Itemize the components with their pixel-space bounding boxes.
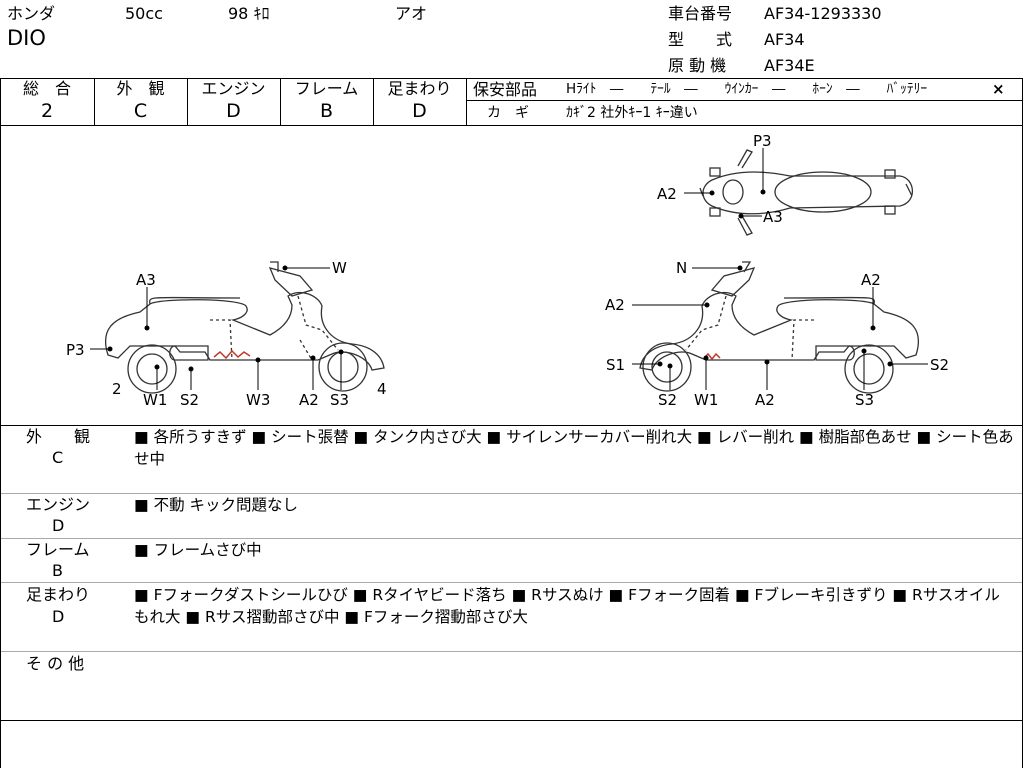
divider	[0, 651, 1022, 652]
section-text: ■ フレームさび中	[134, 541, 262, 559]
divider	[0, 78, 1022, 79]
mileage: 98 ｷﾛ	[228, 4, 270, 23]
maker: ホンダ	[7, 4, 56, 23]
section-text: ■ Fフォークダストシールひび ■ Rタイヤビード落ち ■ Rサスぬけ ■ Fフ…	[134, 586, 1000, 626]
section-grade: B	[52, 561, 63, 580]
model-name: DIO	[7, 26, 46, 50]
type-value: AF34	[764, 30, 805, 49]
section-grade: C	[52, 448, 64, 467]
border	[1022, 78, 1023, 768]
label-p3: P3	[753, 132, 772, 150]
label-p3: P3	[66, 341, 85, 359]
section-label: フレーム	[26, 540, 90, 559]
label-a3: A3	[136, 271, 156, 289]
grade-label-engine: エンジン	[201, 79, 266, 98]
engine-value: AF34E	[764, 56, 815, 75]
battery-cross-icon: ×	[992, 80, 1005, 98]
divider	[0, 720, 1022, 721]
scooter-left-view	[104, 261, 385, 394]
color: アオ	[395, 4, 428, 23]
label-w: W	[332, 259, 347, 277]
scooter-right-view	[639, 261, 920, 394]
section-grade: D	[52, 607, 65, 626]
key-value: ｶｷﾞ2 社外ｷｰ1 ｷｰ違い	[566, 105, 698, 121]
section-grade: D	[52, 516, 65, 535]
section-label: エンジン	[26, 495, 91, 514]
key-label: カ ギ	[487, 105, 529, 121]
label-a2: A2	[299, 391, 319, 409]
label-s2: S2	[930, 356, 949, 374]
divider	[94, 78, 95, 125]
divider	[373, 78, 374, 125]
label-2: 2	[112, 380, 122, 398]
grade-label-exterior: 外 観	[116, 79, 165, 98]
label-s1: S1	[606, 356, 625, 374]
damage-mark	[213, 349, 251, 360]
label-w1: W1	[694, 391, 718, 409]
label-a2: A2	[755, 391, 775, 409]
grade-value-exterior: C	[133, 100, 148, 122]
divider	[0, 582, 1022, 583]
grade-label-frame: フレーム	[294, 79, 359, 98]
damage-diagram: P3 A2 A3 A3 W P3 2 4 W1 S2 W3 A2 S3 N A2…	[66, 132, 949, 409]
grade-value-engine: D	[226, 100, 241, 122]
safety-items: Hﾗｲﾄ ― ﾃｰﾙ ― ｳｲﾝｶｰ ― ﾎｰﾝ ― ﾊﾞｯﾃﾘｰ	[566, 81, 928, 97]
label-s3: S3	[330, 391, 349, 409]
label-s2: S2	[658, 391, 677, 409]
frame-no-label: 車台番号	[668, 4, 733, 23]
section-text: ■ 各所うすきず ■ シート張替 ■ タンク内さび大 ■ サイレンサーカバー削れ…	[134, 428, 1014, 468]
label-n: N	[676, 259, 687, 277]
label-s3: S3	[855, 391, 874, 409]
divider	[0, 425, 1022, 426]
section-label: 外 観	[26, 427, 91, 446]
divider	[466, 100, 1022, 101]
label-a2: A2	[657, 185, 677, 203]
label-s2: S2	[180, 391, 199, 409]
section-label: 足まわり	[26, 585, 91, 604]
label-w3: W3	[246, 391, 270, 409]
divider	[466, 78, 467, 125]
divider	[0, 538, 1022, 539]
label-a3: A3	[763, 208, 783, 226]
label-w1: W1	[143, 391, 167, 409]
grade-value-frame: B	[319, 100, 334, 122]
divider	[0, 493, 1022, 494]
label-4: 4	[377, 380, 387, 398]
section-label: そ の 他	[26, 654, 85, 673]
safety-title: 保安部品	[473, 80, 538, 99]
divider	[0, 125, 1022, 126]
grade-label-suspension: 足まわり	[387, 79, 452, 98]
divider	[280, 78, 281, 125]
grade-label-overall: 総 合	[22, 79, 71, 98]
label-a2: A2	[605, 296, 625, 314]
displacement: 50cc	[125, 4, 163, 23]
grade-value-suspension: D	[412, 100, 427, 122]
grade-value-overall: 2	[40, 100, 54, 122]
border	[0, 78, 1, 768]
divider	[187, 78, 188, 125]
type-label: 型 式	[668, 30, 733, 49]
frame-no: AF34-1293330	[764, 4, 882, 23]
damage-mark	[703, 352, 721, 361]
label-a2: A2	[861, 271, 881, 289]
section-text: ■ 不動 キック問題なし	[134, 496, 298, 514]
scooter-top-view	[699, 149, 914, 236]
engine-label: 原 動 機	[668, 56, 727, 75]
